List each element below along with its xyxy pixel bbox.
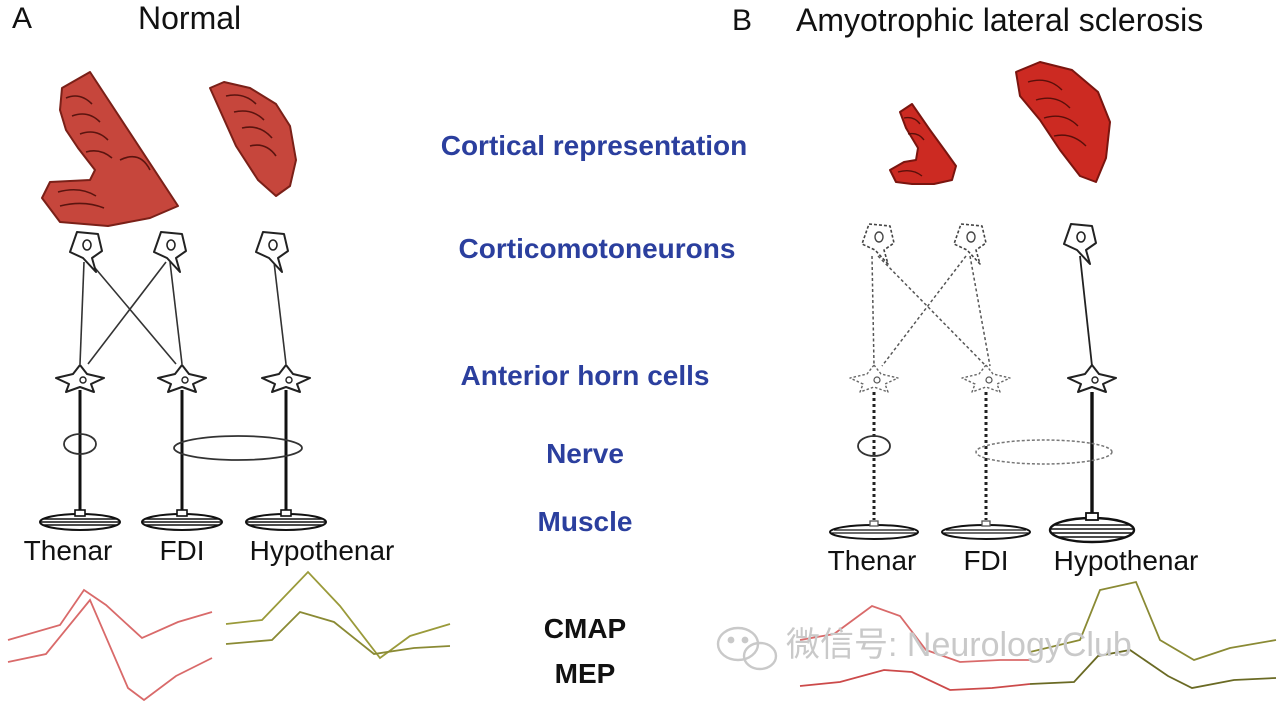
panel-a-letter: A [12,2,33,35]
panel-a-cortico-axons [79,261,287,365]
panel-b-trace-mep-median [799,669,1031,691]
label-muscle: Muscle [537,506,633,537]
panel-b-cortical-hand-hypothenar [1015,61,1111,183]
panel-a-muscle-hypothenar: Hypothenar [249,535,395,566]
label-mep: MEP [554,658,616,689]
panel-a-nerve-ring-thenar [63,433,97,455]
panel-b-muscle-fdi-shape [941,520,1031,540]
panel-b-cortico-axons [871,255,991,367]
panel-b-anterior-horn-cell-3 [1067,364,1117,393]
panel-b-corticomotoneuron-1 [861,223,895,265]
label-cortical-representation: Cortical representation [440,130,748,161]
panel-a-anterior-horn-cell-1 [55,364,105,393]
panel-b-letter: B [732,4,753,37]
panel-a-anterior-horn-cell-3 [261,364,311,393]
panel-a-cortical-hand-thenar [41,71,179,227]
panel-b-nerve-ring-thenar [857,435,891,457]
panel-b-muscle-thenar: Thenar [827,545,917,576]
panel-a-nerve-axons [78,390,288,512]
panel-a-muscle-thenar: Thenar [23,535,113,566]
panel-b-nerve-axons-degenerated [872,392,988,520]
panel-b-trace-mep-ulnar [1029,649,1277,689]
panel-a-muscle-thenar-shape [39,509,121,531]
wechat-icon [716,626,778,671]
panel-a-cortical-hand-hypothenar [209,81,297,197]
panel-b-title: Amyotrophic lateral sclerosis [796,2,1204,38]
panel-b-cortico-axon-hypothenar [1079,255,1093,367]
panel-b-muscle-fdi: FDI [963,545,1009,576]
panel-b-muscle-thenar-shape [829,520,919,540]
panel-a-muscle-fdi-shape [141,509,223,531]
panel-a-anterior-horn-cell-2 [157,364,207,393]
panel-a-title: Normal [138,0,242,36]
panel-a-corticomotoneuron-3 [255,231,289,273]
panel-b-muscle-hypothenar: Hypothenar [1053,545,1199,576]
panel-a-trace-mep-median [7,598,213,702]
panel-b-muscle-hypothenar-shape [1048,511,1136,544]
label-cmap: CMAP [543,613,627,644]
panel-a-trace-cmap-ulnar [225,570,451,660]
panel-a-muscle-hypothenar-shape [245,509,327,531]
panel-b-anterior-horn-cell-2 [961,364,1011,393]
panel-a-trace-cmap-median [7,588,213,641]
watermark-text: 微信号: NeurologyClub [786,626,1132,664]
label-nerve: Nerve [546,438,624,469]
panel-a-corticomotoneuron-1 [69,231,103,273]
panel-a-muscle-fdi: FDI [159,535,205,566]
panel-b-trace-cmap-median [799,604,1030,663]
panel-a-nerve-ring-ulnar [173,435,303,461]
panel-b-cortical-hand-thenar [889,103,957,185]
panel-a-trace-mep-ulnar [225,610,451,655]
panel-b-anterior-horn-cell-1 [849,364,899,393]
panel-b-nerve-ring-ulnar [975,439,1113,465]
label-anterior-horn-cells: Anterior horn cells [460,360,710,391]
label-corticomotoneurons: Corticomotoneurons [458,233,736,264]
panel-b-trace-cmap-ulnar [1029,580,1277,661]
